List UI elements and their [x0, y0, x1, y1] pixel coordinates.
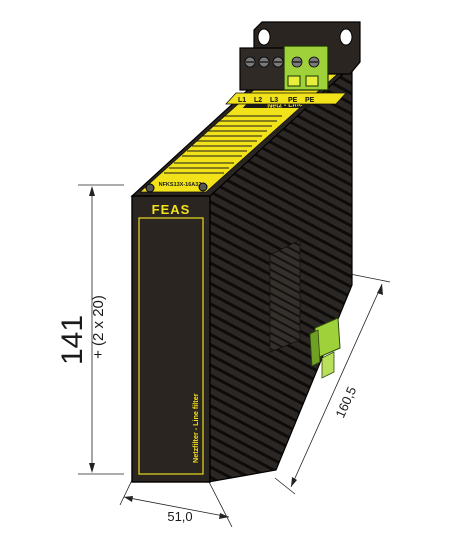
- width-label: 51,0: [167, 509, 192, 524]
- depth-label: 160,5: [332, 384, 359, 420]
- front-panel-border: [138, 217, 204, 475]
- height-extra-label: + (2 x 20): [90, 295, 107, 359]
- model-number: NFKS13X-16A32: [159, 182, 202, 188]
- terminal-label-l1: L1: [238, 97, 246, 104]
- terminal-block: [239, 45, 329, 91]
- terminal-label-l3: L3: [270, 97, 278, 104]
- din-rail-clip: [309, 317, 341, 379]
- terminal-label-pe1: PE: [288, 97, 298, 104]
- terminal-label-l2: L2: [254, 97, 262, 104]
- terminal-label-pe2: PE: [305, 97, 315, 104]
- front-panel: [131, 195, 211, 483]
- height-dimension: 141 + (2 x 20): [56, 184, 124, 475]
- terminal-label-strip: [225, 92, 347, 105]
- cover-screw: [198, 182, 208, 192]
- height-main-label: 141: [56, 315, 89, 365]
- top-label-print: [164, 115, 282, 174]
- front-side-label: Netzfilter - Line filter: [191, 393, 200, 463]
- cover-screw: [145, 183, 155, 193]
- top-title: Netz - Line: [267, 101, 303, 110]
- brand-logo: FEAS: [152, 202, 191, 217]
- width-dimension: 51,0: [119, 477, 233, 528]
- terminal-labels: L1 L2 L3 PE PE: [238, 97, 315, 104]
- mounting-clip: [269, 239, 301, 353]
